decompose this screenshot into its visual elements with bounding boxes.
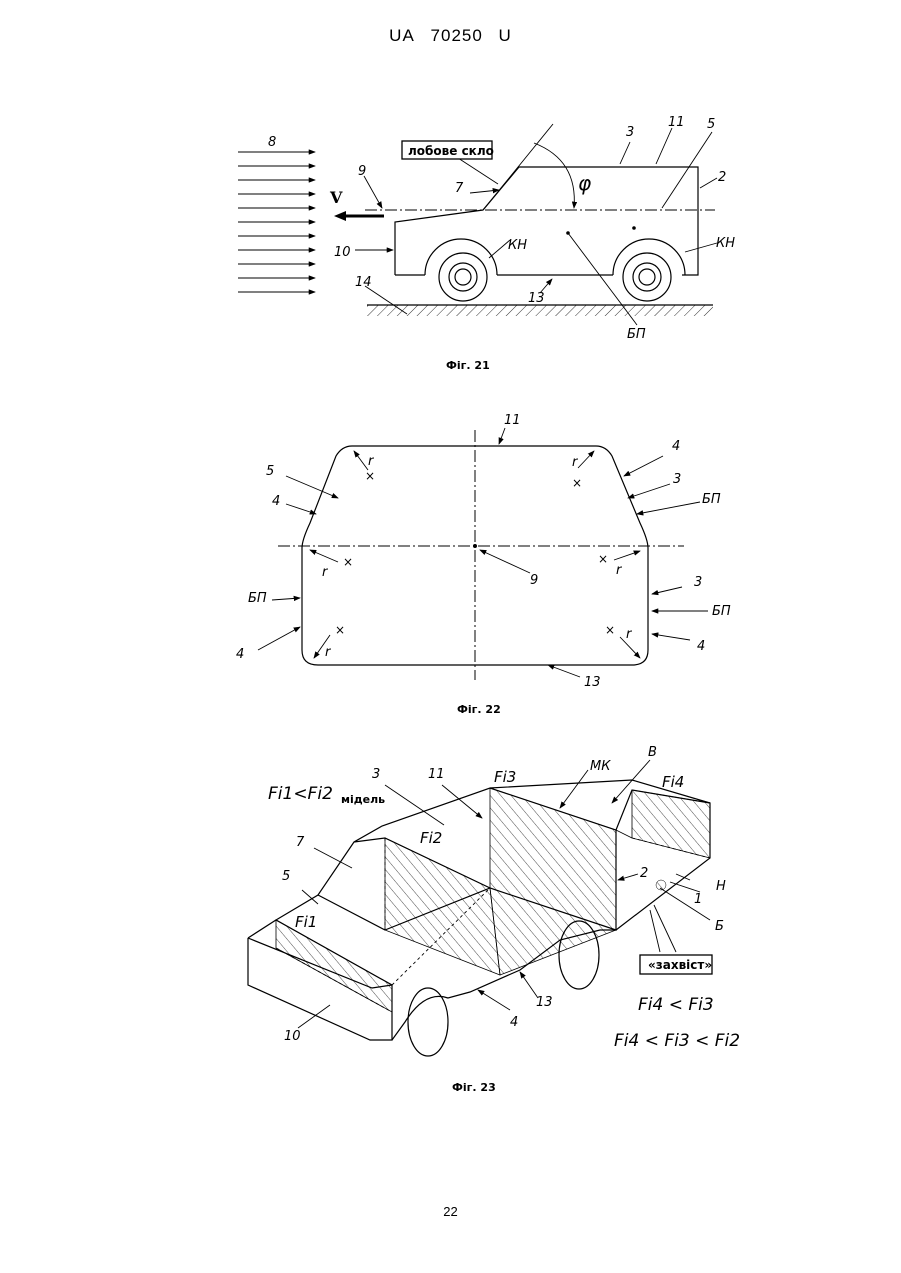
label-be: Б <box>715 919 724 934</box>
relation-fi4-fi3: Fi4 < Fi3 <box>638 995 714 1015</box>
relation-fi4-fi3-fi2: Fi4 < Fi3 < Fi2 <box>614 1031 740 1051</box>
label-13: 13 <box>536 995 553 1010</box>
label-2: 2 <box>640 866 648 881</box>
label-h-cyr: Н <box>716 879 726 894</box>
label-mk: МК <box>590 759 611 774</box>
caption-fig-23: Фіг. 23 <box>452 1081 496 1094</box>
midel-label: мідель <box>341 793 385 806</box>
label-7: 7 <box>296 835 305 850</box>
label-4: 4 <box>510 1015 518 1030</box>
label-3: 3 <box>372 767 380 782</box>
label-fi3: Fi3 <box>494 768 516 786</box>
label-1: 1 <box>694 892 702 907</box>
label-fi1: Fi1 <box>295 913 317 931</box>
label-fi2: Fi2 <box>420 829 442 847</box>
figure-23: «захвіст» Fi1<Fi2 мідель 3 11 Fi3 МК В F… <box>0 0 901 1100</box>
label-fi4: Fi4 <box>662 773 684 791</box>
tail-label: «захвіст» <box>648 958 712 972</box>
label-b-cyr: В <box>648 745 657 760</box>
page-number: 22 <box>0 1204 901 1219</box>
hatched-sections <box>276 788 710 1012</box>
label-5: 5 <box>282 869 290 884</box>
label-10: 10 <box>284 1029 301 1044</box>
label-11: 11 <box>428 767 445 782</box>
relation-fi1-fi2: Fi1<Fi2 <box>268 784 333 804</box>
